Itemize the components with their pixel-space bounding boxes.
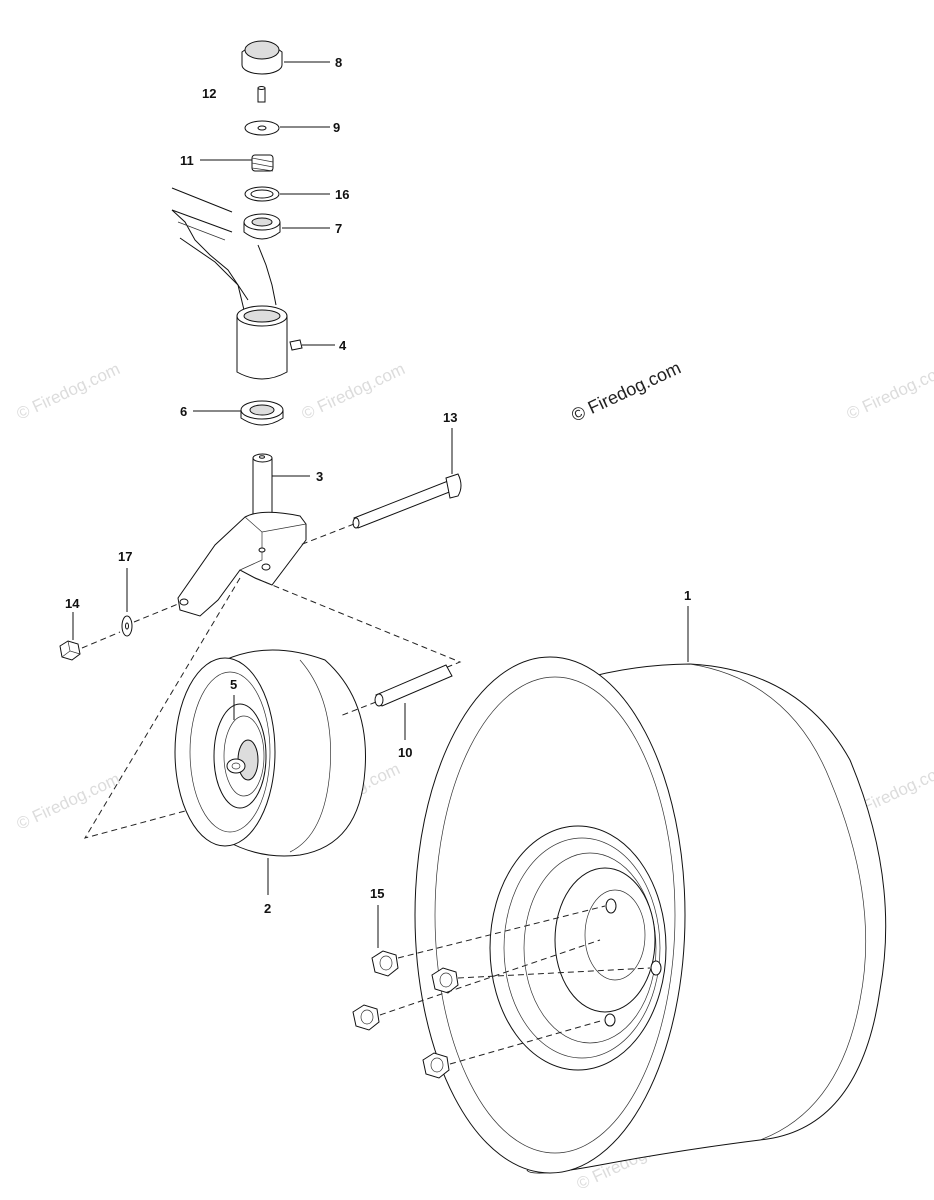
callout-8: 8 [335,55,342,70]
lug-nut [352,1004,380,1031]
callout-17: 17 [118,549,132,564]
callout-9: 9 [333,120,340,135]
lug-nuts [352,905,651,1079]
callout-5: 5 [230,677,237,692]
spindle-housing [236,305,335,380]
callout-10: 10 [398,745,412,760]
callout-2: 2 [264,901,271,916]
callout-15: 15 [370,886,384,901]
callout-14: 14 [65,596,80,611]
callout-4: 4 [339,338,347,353]
axle-spacer [339,664,453,740]
frame-arm [171,187,277,311]
top-bearing [243,213,330,240]
watermark-faint: © Firedog.com [299,359,408,423]
lug-nut [371,950,399,977]
spring [200,154,274,172]
small-bolt [257,86,266,103]
callout-labels: 8 12 9 11 16 7 4 6 13 3 17 1 14 5 10 15 … [65,55,691,916]
left-washer [121,568,179,637]
callout-1: 1 [684,588,691,603]
bottom-bearing [193,400,284,426]
callout-6: 6 [180,404,187,419]
caster-fork [177,453,310,617]
dust-cap [241,40,330,75]
callout-7: 7 [335,221,342,236]
callout-11: 11 [180,153,194,168]
long-bolt [299,428,462,546]
callout-16: 16 [335,187,349,202]
watermark-main: © Firedog.com [568,357,684,425]
callout-12: 12 [202,86,216,101]
top-washer [244,120,330,136]
lug-nut [431,967,459,994]
drive-wheel [414,606,887,1174]
left-nut [59,612,121,661]
retaining-ring [244,186,330,202]
caster-wheel [174,649,366,895]
callout-3: 3 [316,469,323,484]
callout-13: 13 [443,410,457,425]
watermark-faint: © Firedog.com [14,359,123,423]
lug-nut [422,1052,450,1079]
watermark-faint: © Firedog.com [844,359,934,423]
